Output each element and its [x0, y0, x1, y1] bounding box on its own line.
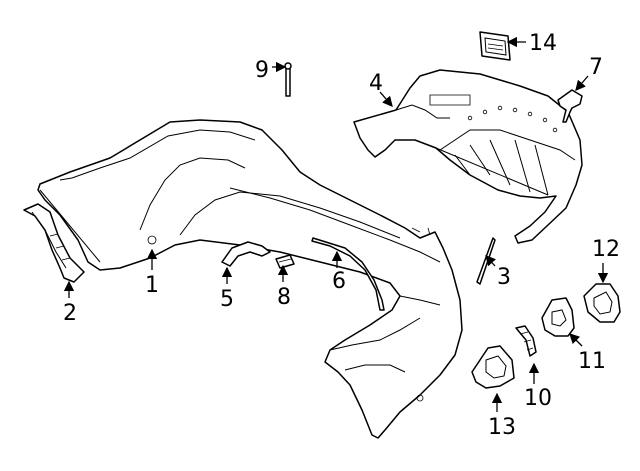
callout-14: 14 — [529, 31, 557, 56]
bumper-cover-part[interactable] — [37, 119, 463, 439]
callout-6: 6 — [332, 269, 346, 294]
molding-strip-part[interactable] — [311, 237, 385, 311]
callout-10: 10 — [524, 386, 552, 411]
clip-part[interactable] — [275, 254, 295, 269]
callout-1: 1 — [145, 273, 159, 298]
callout-4: 4 — [369, 71, 383, 96]
sensor-part[interactable] — [557, 89, 583, 123]
callout-7: 7 — [589, 55, 603, 80]
lamp-housing-part[interactable] — [541, 297, 575, 337]
corner-bracket-part[interactable] — [221, 241, 271, 267]
leader-11 — [569, 333, 583, 347]
callout-9: 9 — [255, 58, 269, 83]
end-cover-part[interactable] — [583, 283, 621, 323]
callout-2: 2 — [63, 301, 77, 326]
bolt-part[interactable] — [284, 62, 292, 97]
lower-diffuser-part[interactable] — [353, 69, 583, 244]
callout-8: 8 — [277, 285, 291, 310]
leader-4 — [379, 91, 393, 107]
leader-3 — [485, 255, 496, 267]
bezel-part[interactable] — [471, 345, 515, 389]
callout-13: 13 — [488, 415, 516, 440]
plate-bracket-part[interactable] — [479, 31, 511, 61]
callout-12: 12 — [592, 237, 620, 262]
callout-11: 11 — [578, 349, 606, 374]
callout-3: 3 — [497, 265, 511, 290]
reflector-strip-part[interactable] — [515, 325, 537, 357]
trim-strip-part[interactable] — [476, 237, 496, 285]
leader-7 — [575, 75, 589, 91]
callout-5: 5 — [220, 287, 234, 312]
